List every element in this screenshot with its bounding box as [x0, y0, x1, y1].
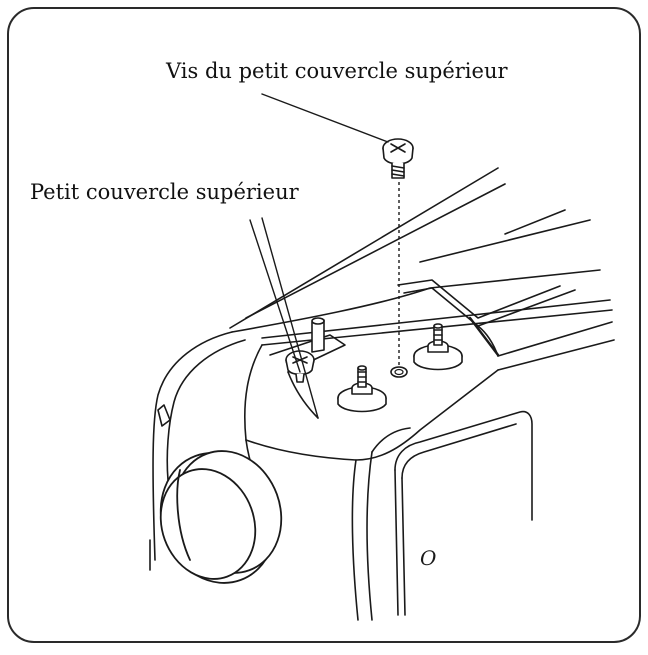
cover-label: Petit couvercle supérieur [30, 180, 299, 204]
small-top-cover [269, 334, 346, 419]
screw-hole [390, 366, 408, 378]
screw-hole-inner [394, 368, 404, 376]
screw-leader-line [261, 93, 389, 143]
spool-pin-icon [413, 323, 463, 371]
thread-guide-pin [311, 317, 325, 353]
cover-leader-line-1 [249, 219, 301, 373]
front-panel [351, 410, 533, 621]
frame-border [7, 7, 641, 643]
cover-screw-icon [285, 350, 315, 383]
screw-label: Vis du petit couvercle supérieur [166, 59, 508, 83]
panel-mark: O [420, 546, 436, 570]
cover-leader-line-2 [261, 217, 319, 419]
spool-pin-icon [337, 365, 387, 413]
handwheel-icon [159, 450, 283, 584]
screw-icon [382, 138, 414, 179]
